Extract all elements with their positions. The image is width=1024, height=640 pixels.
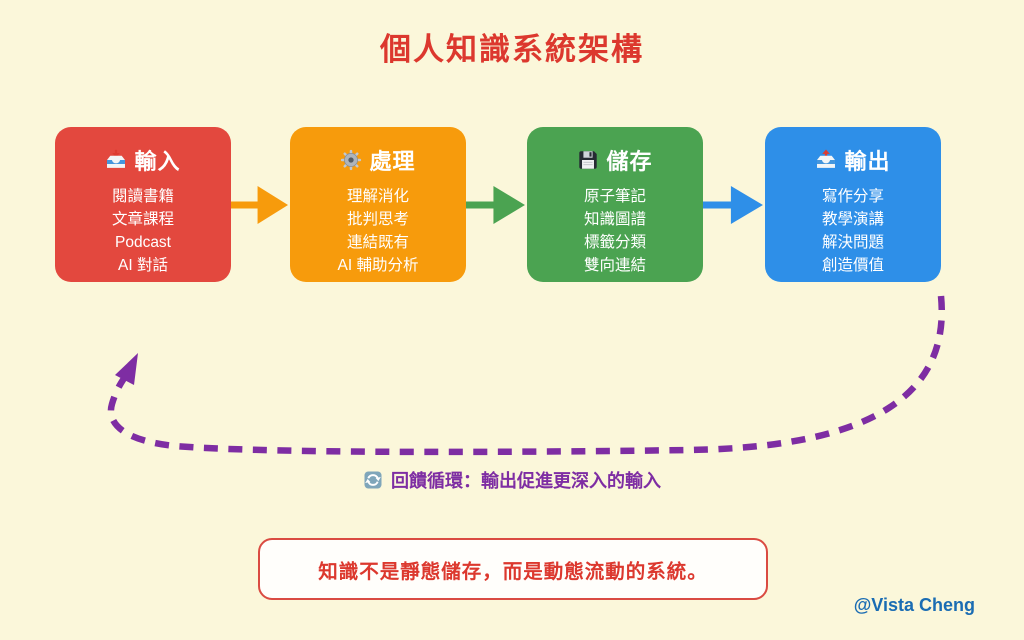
feedback-label-text: 回饋循環：輸出促進更深入的輸入: [391, 471, 661, 491]
summary-note-box: 知識不是靜態儲存，而是動態流動的系統。: [258, 538, 768, 600]
page-title: 個人知識系統架構: [380, 32, 644, 67]
stage-item: 解決問題: [821, 234, 884, 251]
arrow-input-to-process: [231, 183, 290, 227]
stage-item: AI 輔助分析: [337, 257, 419, 274]
right-arrow-icon: [231, 186, 289, 224]
outbox-tray-icon: [817, 149, 836, 168]
stage-header-output: 輸出: [765, 144, 941, 176]
stage-item: 教學演講: [821, 211, 884, 228]
stage-box-input: 輸入 閱讀書籍 文章課程 Podcast AI 對話: [55, 127, 231, 282]
stage-item: 標籤分類: [583, 234, 646, 251]
stage-item: 理解消化: [346, 188, 409, 205]
stage-items-process: 理解消化 批判思考 連結既有 AI 輔助分析: [290, 185, 466, 277]
stage-header-input: 輸入: [55, 144, 231, 176]
stage-box-process: 處理 理解消化 批判思考 連結既有 AI 輔助分析: [290, 127, 466, 282]
summary-note-text: 知識不是靜態儲存，而是動態流動的系統。: [318, 560, 708, 583]
stage-title: 輸入: [134, 149, 181, 174]
stage-item: 連結既有: [346, 234, 409, 251]
floppy-disk-icon: [579, 151, 598, 169]
author-attribution: @Vista Cheng: [853, 595, 975, 615]
stage-item: 文章課程: [111, 211, 174, 228]
stage-item: 閱讀書籍: [111, 188, 174, 205]
stage-items-output: 寫作分享 教學演講 解決問題 創造價值: [765, 185, 941, 277]
stage-box-output: 輸出 寫作分享 教學演講 解決問題 創造價值: [765, 127, 941, 282]
feedback-label: 回饋循環：輸出促進更深入的輸入: [0, 467, 1024, 493]
stage-item: 創造價值: [821, 257, 884, 274]
stage-item: 雙向連結: [583, 257, 646, 274]
stage-title: 處理: [369, 149, 416, 174]
stage-header-process: 處理: [290, 144, 466, 176]
stage-items-store: 原子筆記 知識圖譜 標籤分類 雙向連結: [527, 185, 703, 277]
stage-box-store: 儲存 原子筆記 知識圖譜 標籤分類 雙向連結: [527, 127, 703, 282]
stage-item: 寫作分享: [821, 188, 884, 205]
stage-title: 儲存: [606, 149, 653, 174]
stage-items-input: 閱讀書籍 文章課程 Podcast AI 對話: [55, 185, 231, 277]
stage-header-store: 儲存: [527, 144, 703, 176]
gear-icon: [341, 149, 362, 171]
right-arrow-icon: [703, 186, 763, 224]
stage-item: AI 對話: [118, 257, 168, 274]
arrow-store-to-output: [703, 183, 765, 227]
stage-item: 知識圖譜: [583, 211, 646, 228]
inbox-tray-icon: [107, 149, 126, 168]
stage-item: Podcast: [114, 234, 171, 251]
stage-item: 原子筆記: [583, 188, 646, 205]
feedback-loop-arrow: [107, 295, 946, 456]
arrow-process-to-store: [466, 183, 527, 227]
stage-item: 批判思考: [346, 211, 409, 228]
right-arrow-icon: [466, 186, 525, 224]
counterclockwise-arrows-icon: [364, 471, 382, 489]
stage-title: 輸出: [844, 149, 891, 174]
